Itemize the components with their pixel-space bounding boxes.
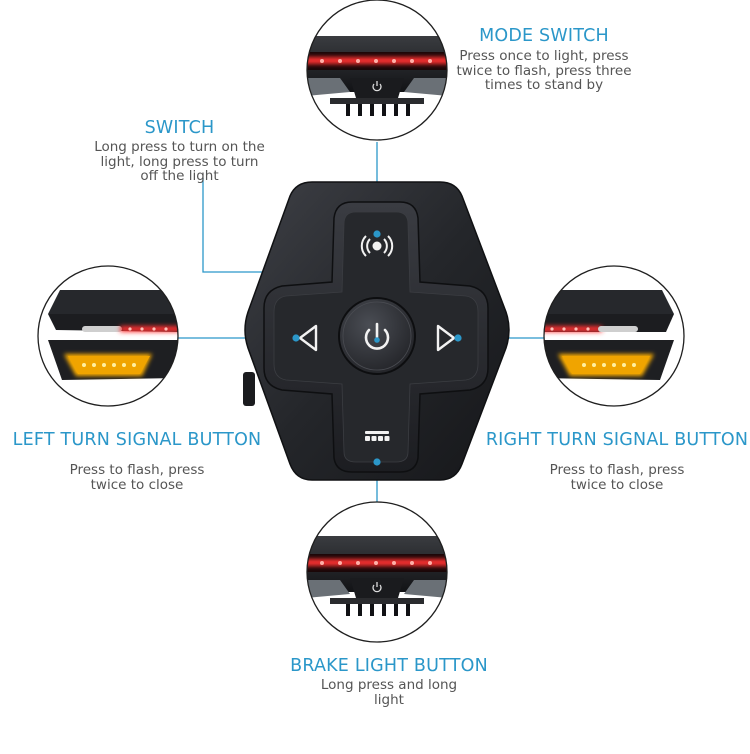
power-icon <box>372 81 382 92</box>
remote-controller <box>243 181 510 481</box>
right-turn-description: Press to flash, press twice to close <box>549 462 685 493</box>
switch-dot <box>374 337 380 343</box>
brake-lamp-closeup <box>306 501 448 643</box>
mode-lamp-closeup <box>306 0 448 141</box>
left-arrow-icon <box>298 324 318 352</box>
right-turn-annotation: RIGHT TURN SIGNAL BUTTON Press to flash,… <box>480 430 750 492</box>
mode-icon <box>360 235 394 257</box>
left-turn-button[interactable] <box>292 324 318 352</box>
mode-switch-title: MODE SWITCH <box>479 26 609 46</box>
brake-light-title: BRAKE LIGHT BUTTON <box>290 656 488 676</box>
brake-light-button[interactable] <box>365 431 390 466</box>
right-turn-button[interactable] <box>436 324 462 352</box>
left-turn-lamp-closeup <box>37 265 179 407</box>
mode-switch-description: Press once to light, press twice to flas… <box>456 48 632 93</box>
left-turn-title: LEFT TURN SIGNAL BUTTON <box>12 430 262 450</box>
switch-title: SWITCH <box>144 118 215 138</box>
brake-icon <box>365 431 390 441</box>
right-turn-title: RIGHT TURN SIGNAL BUTTON <box>485 430 749 450</box>
power-icon <box>372 582 382 593</box>
left-turn-annotation: LEFT TURN SIGNAL BUTTON Press to flash, … <box>6 430 268 492</box>
power-button[interactable] <box>338 297 416 375</box>
power-icon <box>364 322 390 350</box>
brake-light-description: Long press and long light <box>320 677 458 708</box>
mode-switch-annotation: MODE SWITCH Press once to light, press t… <box>444 26 644 93</box>
left-turn-description: Press to flash, press twice to close <box>69 462 205 493</box>
right-turn-lamp-closeup <box>543 265 685 407</box>
right-arrow-icon <box>436 324 456 352</box>
brake-light-annotation: BRAKE LIGHT BUTTON Long press and long l… <box>264 656 514 707</box>
mode-switch-button[interactable] <box>360 230 394 257</box>
switch-description: Long press to turn on the light, long pr… <box>94 139 265 184</box>
switch-annotation: SWITCH Long press to turn on the light, … <box>92 118 267 184</box>
